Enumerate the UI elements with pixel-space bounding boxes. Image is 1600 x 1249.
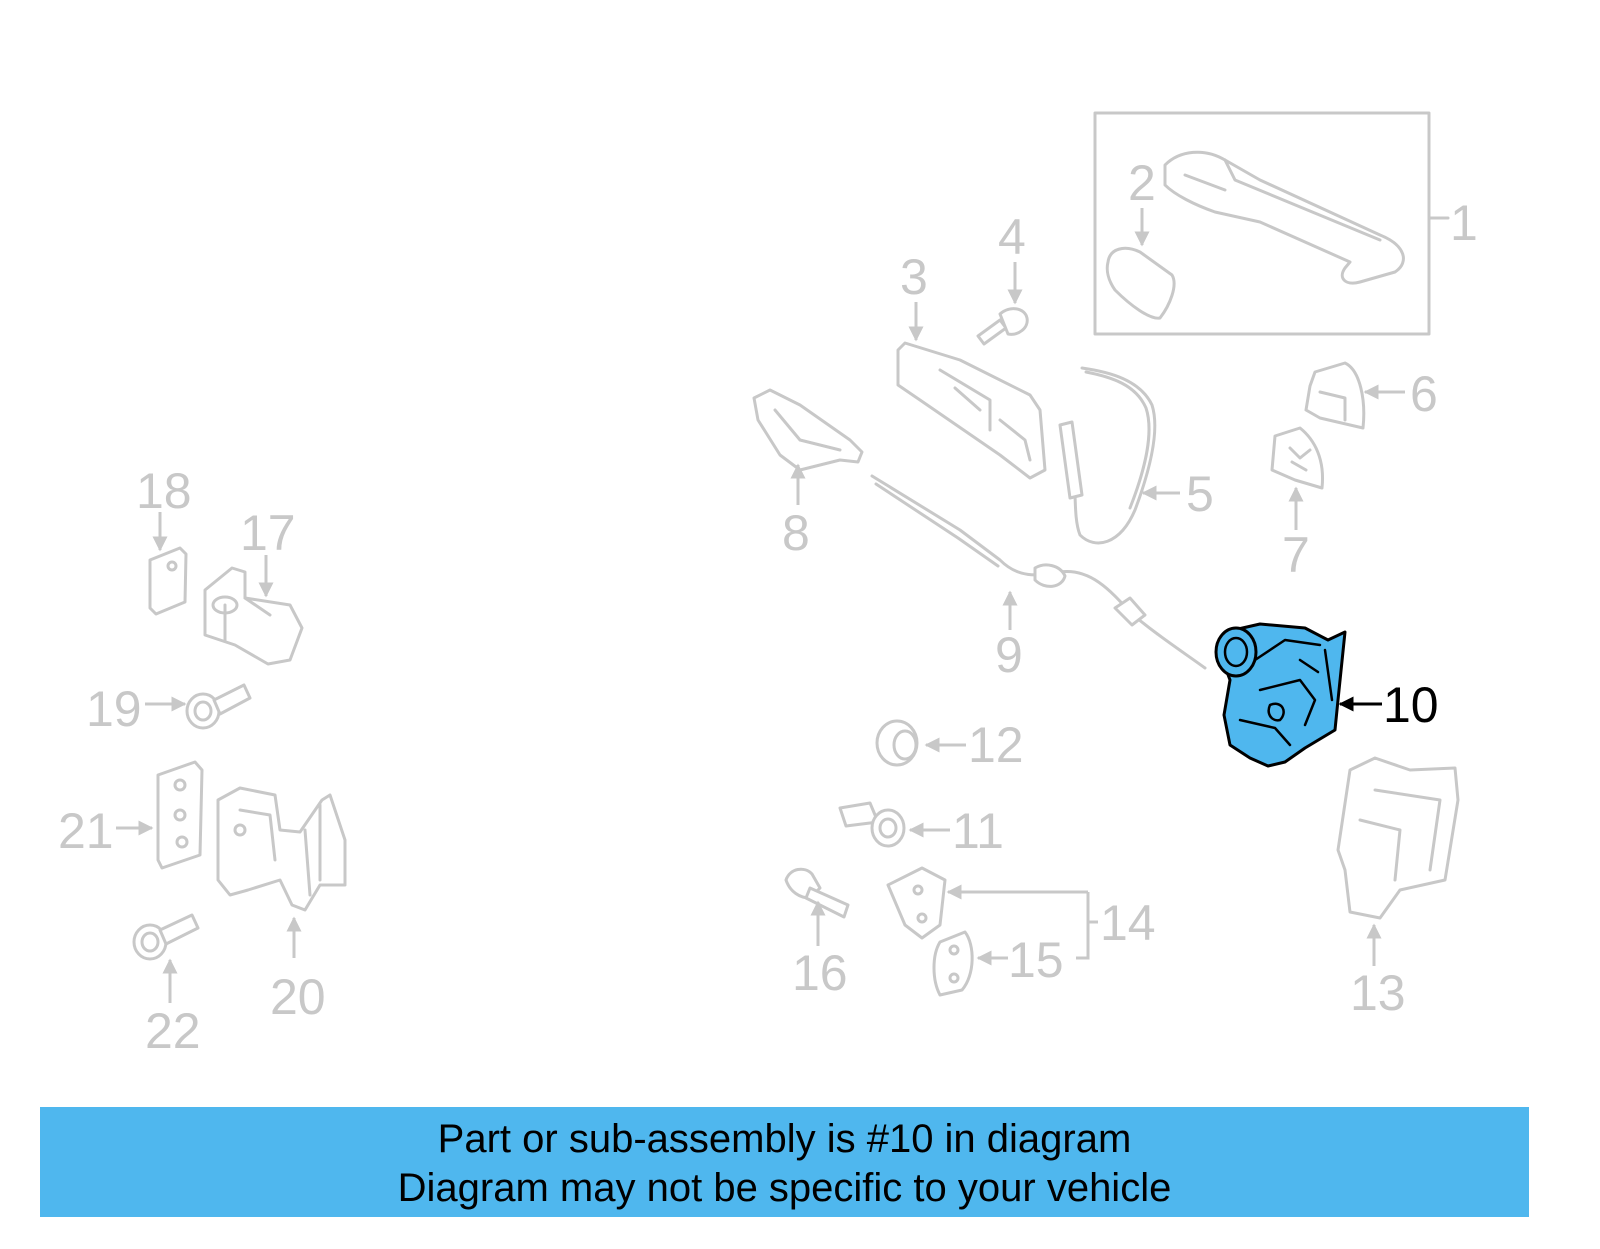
part-18-plate[interactable]: 18 — [136, 463, 192, 616]
part-16-screw[interactable]: 16 — [784, 867, 850, 1001]
part-1-outside-handle[interactable]: 1 — [1093, 111, 1478, 336]
callout-7: 7 — [1282, 527, 1310, 583]
callout-3: 3 — [900, 249, 928, 305]
part-3-handle-frame[interactable]: 3 — [896, 249, 1047, 480]
part-17-upper-hinge[interactable]: 17 — [203, 505, 304, 666]
callout-9: 9 — [995, 627, 1023, 683]
part-2-handle-cover[interactable]: 2 — [1105, 155, 1176, 320]
callout-22: 22 — [145, 1003, 201, 1059]
callout-19: 19 — [86, 681, 142, 737]
part-21-plate[interactable]: 21 — [58, 760, 204, 870]
part-8-inside-handle[interactable]: 8 — [752, 388, 864, 561]
callout-4: 4 — [998, 209, 1026, 265]
info-banner: Part or sub-assembly is #10 in diagram D… — [40, 1107, 1529, 1217]
part-20-lower-hinge[interactable]: 20 — [216, 786, 347, 1025]
part-4-screw[interactable]: 4 — [976, 209, 1029, 346]
callout-5: 5 — [1186, 466, 1214, 522]
part-10-door-latch[interactable]: 10 — [1214, 622, 1439, 768]
callout-1: 1 — [1450, 195, 1478, 251]
callout-21: 21 — [58, 803, 114, 859]
part-22-bolt[interactable]: 22 — [132, 913, 201, 1059]
part-15-shim[interactable]: 15 — [932, 930, 1064, 997]
part-6-bezel[interactable]: 6 — [1304, 361, 1438, 430]
part-9-cable[interactable]: 9 — [870, 474, 1207, 683]
part-12-grommet[interactable]: 12 — [875, 717, 1024, 773]
part-5-cable[interactable]: 5 — [1058, 366, 1214, 545]
part-13-bracket[interactable]: 13 — [1336, 756, 1460, 1021]
callout-11: 11 — [952, 803, 1004, 859]
callout-6: 6 — [1410, 366, 1438, 422]
callout-14: 14 — [1100, 895, 1156, 951]
banner-line-2: Diagram may not be specific to your vehi… — [397, 1166, 1172, 1210]
callout-13: 13 — [1350, 965, 1406, 1021]
callout-2: 2 — [1128, 155, 1156, 211]
banner-line-1: Part or sub-assembly is #10 in diagram — [437, 1117, 1132, 1161]
callout-20: 20 — [270, 969, 326, 1025]
callout-15: 15 — [1008, 932, 1064, 988]
part-11-bolt[interactable]: 11 — [838, 801, 1004, 859]
part-7-cover[interactable]: 7 — [1270, 426, 1325, 583]
callout-16: 16 — [792, 945, 848, 1001]
callout-12: 12 — [968, 717, 1024, 773]
callout-18: 18 — [136, 463, 192, 519]
part-19-bolt[interactable]: 19 — [86, 681, 252, 737]
callout-17: 17 — [240, 505, 296, 561]
callout-10: 10 — [1383, 677, 1439, 733]
callout-8: 8 — [782, 505, 810, 561]
part-14-striker[interactable]: 14 — [886, 866, 1156, 960]
